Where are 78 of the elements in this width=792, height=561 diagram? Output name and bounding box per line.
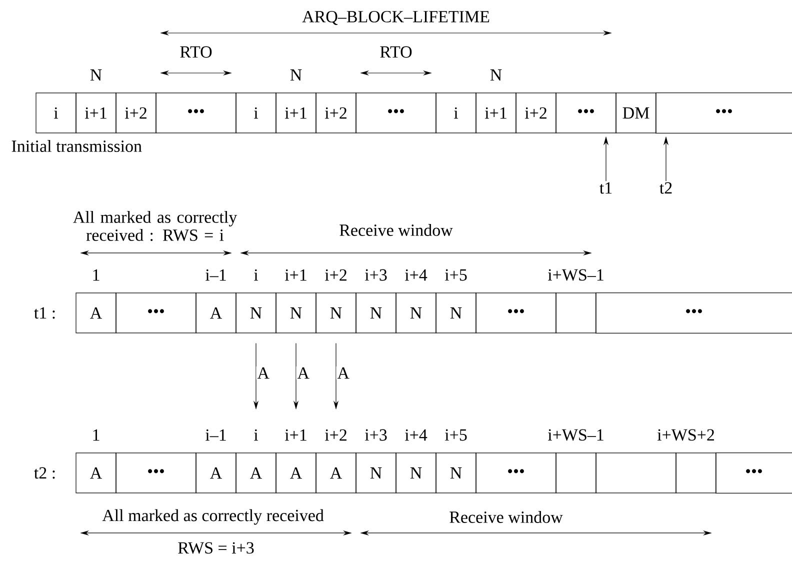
cell: A bbox=[196, 452, 236, 494]
label: RTO bbox=[380, 46, 412, 58]
cell: N bbox=[236, 292, 276, 334]
label: t2 : bbox=[34, 467, 55, 479]
cell: A bbox=[76, 292, 116, 334]
cell: A bbox=[76, 452, 116, 494]
label: i+5 bbox=[444, 269, 467, 281]
cell: i+1 bbox=[276, 92, 316, 134]
label: RTO bbox=[180, 46, 212, 58]
cell: N bbox=[396, 292, 436, 334]
label: i+5 bbox=[444, 429, 467, 441]
cell: ••• bbox=[476, 452, 556, 494]
label: i+3 bbox=[364, 429, 387, 441]
empty-cell bbox=[556, 452, 596, 494]
cell: ••• bbox=[116, 292, 196, 334]
time-label: t2 bbox=[660, 182, 672, 194]
cell: ••• bbox=[356, 92, 436, 134]
cell: N bbox=[396, 452, 436, 494]
label: ARQ–BLOCK–LIFETIME bbox=[302, 10, 490, 25]
cell: i+1 bbox=[476, 92, 516, 134]
label: All marked as correctly received : RWS = i bbox=[73, 210, 238, 241]
label: i+WS–1 bbox=[548, 429, 604, 441]
time-label: t1 bbox=[600, 182, 612, 194]
label: Receive window bbox=[450, 511, 563, 523]
edge-label: A bbox=[256, 366, 270, 380]
label: i–1 bbox=[206, 269, 226, 281]
cell: A bbox=[276, 452, 316, 494]
cell: DM bbox=[616, 92, 656, 134]
label: i+1 bbox=[284, 429, 306, 441]
empty-cell bbox=[596, 452, 676, 494]
label: i bbox=[254, 269, 258, 281]
cell: i+1 bbox=[76, 92, 116, 134]
label: All marked as correctly received bbox=[102, 509, 324, 525]
cell: i bbox=[236, 92, 276, 134]
edge-label: A bbox=[336, 366, 350, 380]
label: i+WS–1 bbox=[548, 269, 604, 281]
label: i+3 bbox=[364, 269, 387, 281]
cell: N bbox=[356, 452, 396, 494]
label: i+1 bbox=[284, 269, 306, 281]
label: 1 bbox=[93, 269, 100, 281]
cell: ••• bbox=[116, 452, 196, 494]
edge-label: A bbox=[296, 366, 310, 380]
cell: A bbox=[196, 292, 236, 334]
cell: ••• bbox=[656, 92, 792, 134]
cell: A bbox=[316, 452, 356, 494]
cell: i+2 bbox=[116, 92, 156, 134]
label: Initial transmission bbox=[12, 140, 142, 152]
label: i+4 bbox=[404, 429, 428, 441]
label: 1 bbox=[93, 429, 100, 441]
label: t1 : bbox=[34, 307, 55, 319]
cell: i+2 bbox=[516, 92, 556, 134]
cell: ••• bbox=[476, 292, 556, 334]
label: i+4 bbox=[404, 269, 428, 281]
cell: i bbox=[36, 92, 76, 134]
cell: ••• bbox=[556, 92, 616, 134]
empty-cell bbox=[676, 452, 716, 494]
label: N bbox=[490, 69, 502, 81]
cell: i bbox=[436, 92, 476, 134]
cell: i+2 bbox=[316, 92, 356, 134]
label: Receive window bbox=[340, 224, 453, 236]
cell: N bbox=[276, 292, 316, 334]
cell: N bbox=[436, 292, 476, 334]
empty-cell bbox=[556, 292, 596, 334]
cell: A bbox=[236, 452, 276, 494]
cell: ••• bbox=[716, 452, 792, 494]
label: i+2 bbox=[324, 429, 346, 441]
label: RWS = i+3 bbox=[178, 542, 254, 554]
cell: ••• bbox=[156, 92, 236, 134]
cell: N bbox=[356, 292, 396, 334]
label: i–1 bbox=[206, 429, 226, 441]
label: i+WS+2 bbox=[657, 429, 714, 441]
cell: N bbox=[316, 292, 356, 334]
cell: ••• bbox=[596, 292, 792, 334]
label: i bbox=[254, 429, 258, 441]
label: N bbox=[290, 69, 302, 81]
cell: N bbox=[436, 452, 476, 494]
label: N bbox=[90, 69, 102, 81]
label: i+2 bbox=[324, 269, 346, 281]
